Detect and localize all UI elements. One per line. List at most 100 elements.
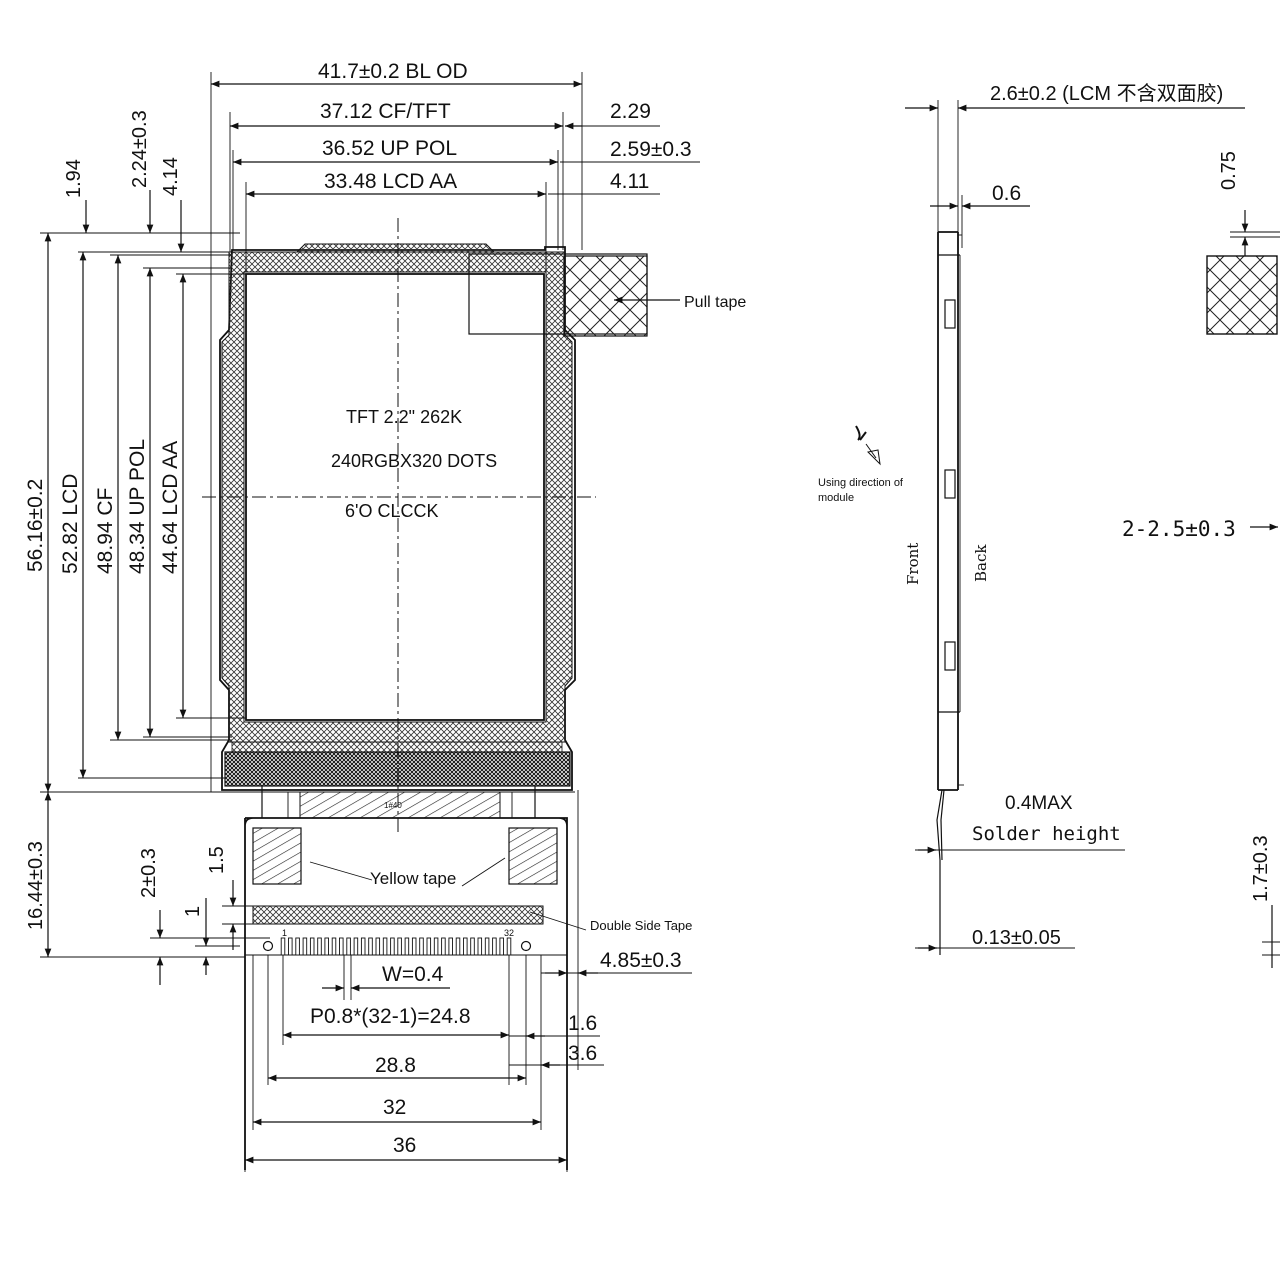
panel-text-3: 6'O CLCCK (345, 501, 438, 521)
fpc-mark: 1#40 (384, 801, 402, 810)
right-hatch-block (1206, 255, 1278, 335)
dim-cf-tft: 37.12 CF/TFT (320, 100, 451, 123)
dim-485: 4.85±0.3 (600, 949, 682, 972)
connector-pin (295, 937, 300, 956)
connector-pin (419, 937, 424, 956)
connector-pin (302, 937, 308, 956)
connector-pin (441, 937, 446, 956)
connector-pin (506, 937, 512, 956)
connector-pin (339, 937, 344, 956)
dim-36r: 3.6 (568, 1042, 597, 1065)
side-view: 2.6±0.2 (LCM 不含双面胶) 0.6 Front Back Using… (818, 82, 1280, 968)
connector-pin (288, 937, 293, 956)
panel-text-2: 240RGBX320 DOTS (331, 451, 497, 471)
dim-thickness: 2.6±0.2 (LCM 不含双面胶) (990, 82, 1223, 105)
yellow-tape-right (508, 827, 558, 885)
connector-pin (317, 937, 322, 956)
dim-414: 4.14 (160, 157, 182, 196)
panel-text-1: TFT 2.2" 262K (346, 407, 462, 427)
connector-pins (280, 937, 512, 956)
connector-pin (433, 937, 439, 956)
dim-2-25: 2-2.5±0.3 (1122, 517, 1236, 541)
direction-note-1: Using direction of (818, 477, 904, 489)
connector-pin (426, 937, 432, 956)
connector-pin (309, 937, 315, 956)
connector-pin (360, 937, 366, 956)
dim-2: 2±0.3 (138, 848, 160, 898)
pin-1-label: 1 (282, 928, 287, 938)
backlight-outline (219, 246, 576, 791)
connector-pin (368, 937, 373, 956)
locating-hole-right (520, 940, 532, 952)
side-profile (937, 231, 959, 791)
dim-pitch: P0.8*(32-1)=24.8 (310, 1005, 471, 1028)
dim-4894: 48.94 CF (94, 488, 117, 574)
dim-5282: 52.82 LCD (59, 474, 82, 574)
connector-pin (455, 937, 461, 956)
yellow-tape-left (252, 827, 302, 885)
dim-w: W=0.4 (382, 963, 444, 986)
dim-06: 0.6 (992, 182, 1021, 205)
connector-pin (324, 937, 329, 956)
dim-r-411: 4.11 (610, 170, 649, 193)
connector-pin (477, 937, 483, 956)
dim-1: 1 (182, 906, 204, 917)
top-dimensions: 41.7±0.2 BL OD 37.12 CF/TFT 36.52 UP POL… (210, 60, 700, 792)
fpc-neck (261, 786, 536, 818)
locating-hole-left (262, 940, 274, 952)
dim-013: 0.13±0.05 (972, 927, 1061, 949)
yellow-tape-label: Yellow tape (370, 869, 456, 888)
front-view: Pull tape 1#40 Yellow tape Double Side T… (202, 218, 746, 1170)
dim-17: 1.7±0.3 (1250, 835, 1272, 902)
dim-288: 28.8 (375, 1054, 416, 1077)
dim-16: 1.6 (568, 1012, 597, 1035)
dim-224: 2.24±0.3 (129, 110, 151, 188)
direction-note-2: module (818, 492, 854, 504)
pin-32-label: 32 (504, 928, 514, 938)
connector-pin (484, 937, 490, 956)
solder-max: 0.4MAX (1005, 793, 1073, 814)
eye-direction-icon (855, 425, 881, 466)
dim-up-pol: 36.52 UP POL (322, 137, 457, 160)
left-dimensions: 56.16±0.2 52.82 LCD 48.94 CF 48.34 UP PO… (24, 110, 575, 985)
dim-15: 1.5 (206, 846, 228, 874)
connector-pin (499, 937, 504, 956)
dim-36: 36 (393, 1134, 416, 1157)
connector-pin (346, 937, 351, 956)
dim-32: 32 (383, 1096, 406, 1119)
connector-pin (390, 937, 395, 956)
connector-pin (448, 937, 453, 956)
dim-075: 0.75 (1218, 151, 1240, 190)
connector-pin (411, 937, 417, 956)
dim-5616: 56.16±0.2 (24, 479, 47, 572)
front-label: Front (904, 543, 922, 585)
connector-pin (470, 937, 475, 956)
dim-194: 1.94 (63, 159, 85, 198)
connector-pin (331, 937, 337, 956)
double-side-tape (252, 905, 544, 925)
connector-pin (404, 937, 410, 956)
dim-4464: 44.64 LCD AA (159, 441, 182, 574)
top-tab (295, 243, 496, 253)
dim-bl-od: 41.7±0.2 BL OD (318, 60, 468, 83)
solder-height: Solder height (972, 823, 1121, 845)
connector-pin (382, 937, 388, 956)
double-side-tape-label: Double Side Tape (590, 918, 692, 933)
dim-1644: 16.44±0.3 (25, 841, 47, 930)
dim-4834: 48.34 UP POL (126, 439, 149, 574)
dim-lcd-aa: 33.48 LCD AA (324, 170, 457, 193)
connector-pin (353, 937, 359, 956)
connector-pin (397, 937, 402, 956)
connector-pin (463, 937, 468, 956)
connector-pin (492, 937, 497, 956)
pull-tape-label: Pull tape (684, 294, 746, 311)
pull-tape-hatch (563, 255, 648, 337)
dim-r-259: 2.59±0.3 (610, 138, 692, 161)
connector-pin (375, 937, 381, 956)
fpc-outline (244, 817, 568, 1170)
connector-pin (280, 937, 286, 956)
dim-r-229: 2.29 (610, 100, 651, 123)
back-label: Back (972, 544, 990, 582)
bottom-dimensions: W=0.4 P0.8*(32-1)=24.8 28.8 32 36 4.85±0… (244, 790, 692, 1172)
